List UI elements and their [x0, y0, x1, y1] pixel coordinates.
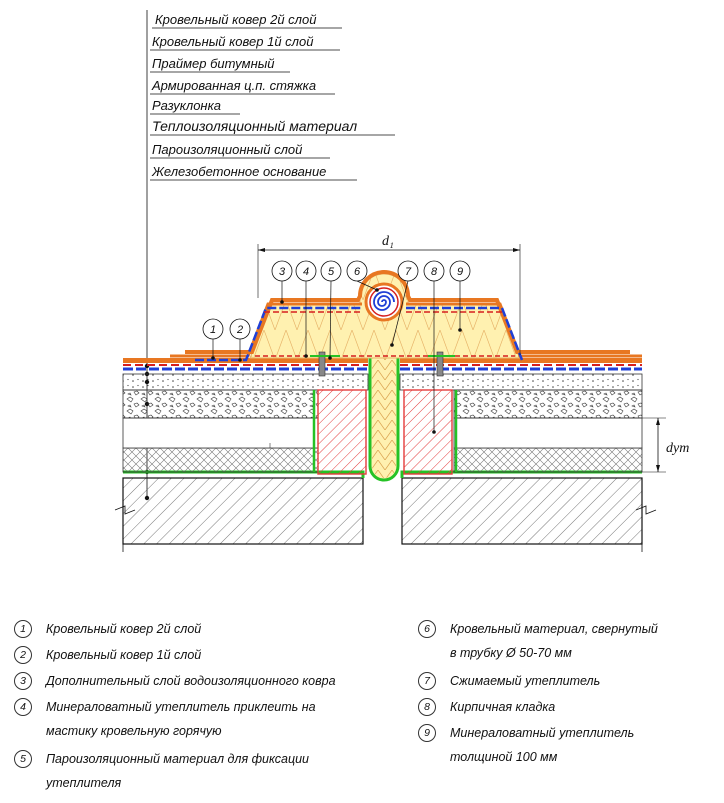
marker-number-4: 4	[303, 266, 309, 278]
legend-text-3: Дополнительный слой водоизоляционного ко…	[46, 674, 336, 688]
joint-compressible-insulation	[368, 316, 400, 482]
dimension-dyt-label: dут	[666, 441, 689, 456]
callout-reinforced-screed: Армированная ц.п. стяжка	[151, 78, 316, 93]
legend-number-2: 2	[14, 646, 32, 664]
marker-1: 1	[202, 318, 224, 360]
callout-labels: Кровельный ковер 2й слой Кровельный кове…	[151, 12, 357, 179]
rolled-membrane-tube	[364, 282, 404, 322]
marker-4: 4	[295, 260, 317, 358]
marker-5: 5	[320, 260, 342, 360]
marker-number-5: 5	[328, 266, 335, 278]
legend-text-1: Кровельный ковер 2й слой	[46, 622, 202, 636]
legend-text-9-line2: толщиной 100 мм	[450, 750, 558, 764]
marker-number-9: 9	[457, 266, 463, 278]
marker-dot-4	[304, 354, 308, 358]
callout-concrete-base: Железобетонное основание	[151, 164, 326, 179]
legend-number-7: 7	[418, 672, 436, 690]
legend-text-5: Пароизоляционный материал для фиксации	[46, 752, 310, 766]
callout-primer: Праймер битумный	[152, 56, 275, 71]
roof-membrane-hump	[170, 270, 642, 362]
section-outline	[114, 505, 657, 552]
legend-text-7: Сжимаемый утеплитель	[450, 674, 601, 688]
numbered-markers: 1 2 3 4 5 6 7 8 9	[202, 260, 471, 434]
legend-text-5-line2: утеплителя	[46, 776, 122, 790]
callout-roof-layer-1: Кровельный ковер 1й слой	[152, 34, 313, 49]
marker-6: 6	[346, 260, 379, 292]
marker-leader-7	[391, 280, 409, 346]
marker-number-2: 2	[236, 324, 243, 336]
legend-number-3: 3	[14, 672, 32, 690]
marker-leader-6	[356, 280, 378, 291]
marker-leader-5	[329, 280, 332, 359]
legend-text-4: Минераловатный утеплитель приклеить на	[46, 700, 316, 714]
legend-text-8: Кирпичная кладка	[450, 700, 556, 714]
marker-circle-3	[271, 260, 293, 282]
marker-number-1: 1	[210, 324, 216, 336]
callout-roof-layer-2: Кровельный ковер 2й слой	[155, 12, 316, 27]
legend-text-6: Кровельный материал, свернутый	[450, 622, 658, 636]
marker-number-6: 6	[354, 266, 361, 278]
legend-number-9: 9	[418, 724, 436, 742]
dimension-d1: d₁	[257, 234, 521, 355]
marker-circle-1	[202, 318, 224, 340]
legend-text-2: Кровельный ковер 1й слой	[46, 648, 202, 662]
marker-3: 3	[271, 260, 293, 304]
marker-7: 7	[390, 260, 419, 347]
marker-9: 9	[449, 260, 471, 332]
legend-number-4: 4	[14, 698, 32, 716]
legend-text-6-line2: в трубку Ø 50-70 мм	[450, 646, 572, 660]
marker-dot-1	[211, 356, 215, 360]
dimension-d1-label: d₁	[382, 234, 394, 249]
right-structure	[399, 373, 643, 545]
marker-8: 8	[423, 260, 445, 434]
marker-number-8: 8	[431, 266, 438, 278]
legend-text-9: Минераловатный утеплитель	[450, 726, 635, 740]
callout-slope-layer: Разуклонка	[152, 98, 221, 113]
expansion-joint-section-drawing: Кровельный ковер 2й слой Кровельный кове…	[114, 10, 689, 552]
legend-number-1: 1	[14, 620, 32, 638]
marker-circle-2	[229, 318, 251, 340]
legend-text-4-line2: мастику кровельную горячую	[46, 724, 222, 738]
marker-circle-9	[449, 260, 471, 282]
marker-circle-8	[423, 260, 445, 282]
marker-circle-7	[397, 260, 419, 282]
marker-number-7: 7	[405, 266, 412, 278]
marker-circle-6	[346, 260, 368, 282]
legend-number-8: 8	[418, 698, 436, 716]
marker-2: 2	[229, 318, 251, 362]
marker-dot-7	[390, 343, 394, 347]
marker-dot-3	[280, 300, 284, 304]
marker-dot-6	[375, 288, 379, 292]
marker-dot-8	[432, 430, 436, 434]
dimension-dyt: dут	[642, 417, 689, 473]
fasteners	[310, 351, 455, 377]
callout-thermal-insulation: Теплоизоляционный материал	[152, 118, 357, 134]
marker-circle-5	[320, 260, 342, 282]
marker-dot-9	[458, 328, 462, 332]
legend-number-5: 5	[14, 750, 32, 768]
left-structure	[122, 373, 369, 545]
legend: 1 Кровельный ковер 2й слой 2 Кровельный ков…	[0, 612, 724, 803]
callout-vapor-barrier: Пароизоляционный слой	[152, 142, 302, 157]
legend-number-6: 6	[418, 620, 436, 638]
marker-dot-5	[328, 356, 332, 360]
marker-dot-2	[238, 358, 242, 362]
marker-circle-4	[295, 260, 317, 282]
marker-number-3: 3	[279, 266, 286, 278]
